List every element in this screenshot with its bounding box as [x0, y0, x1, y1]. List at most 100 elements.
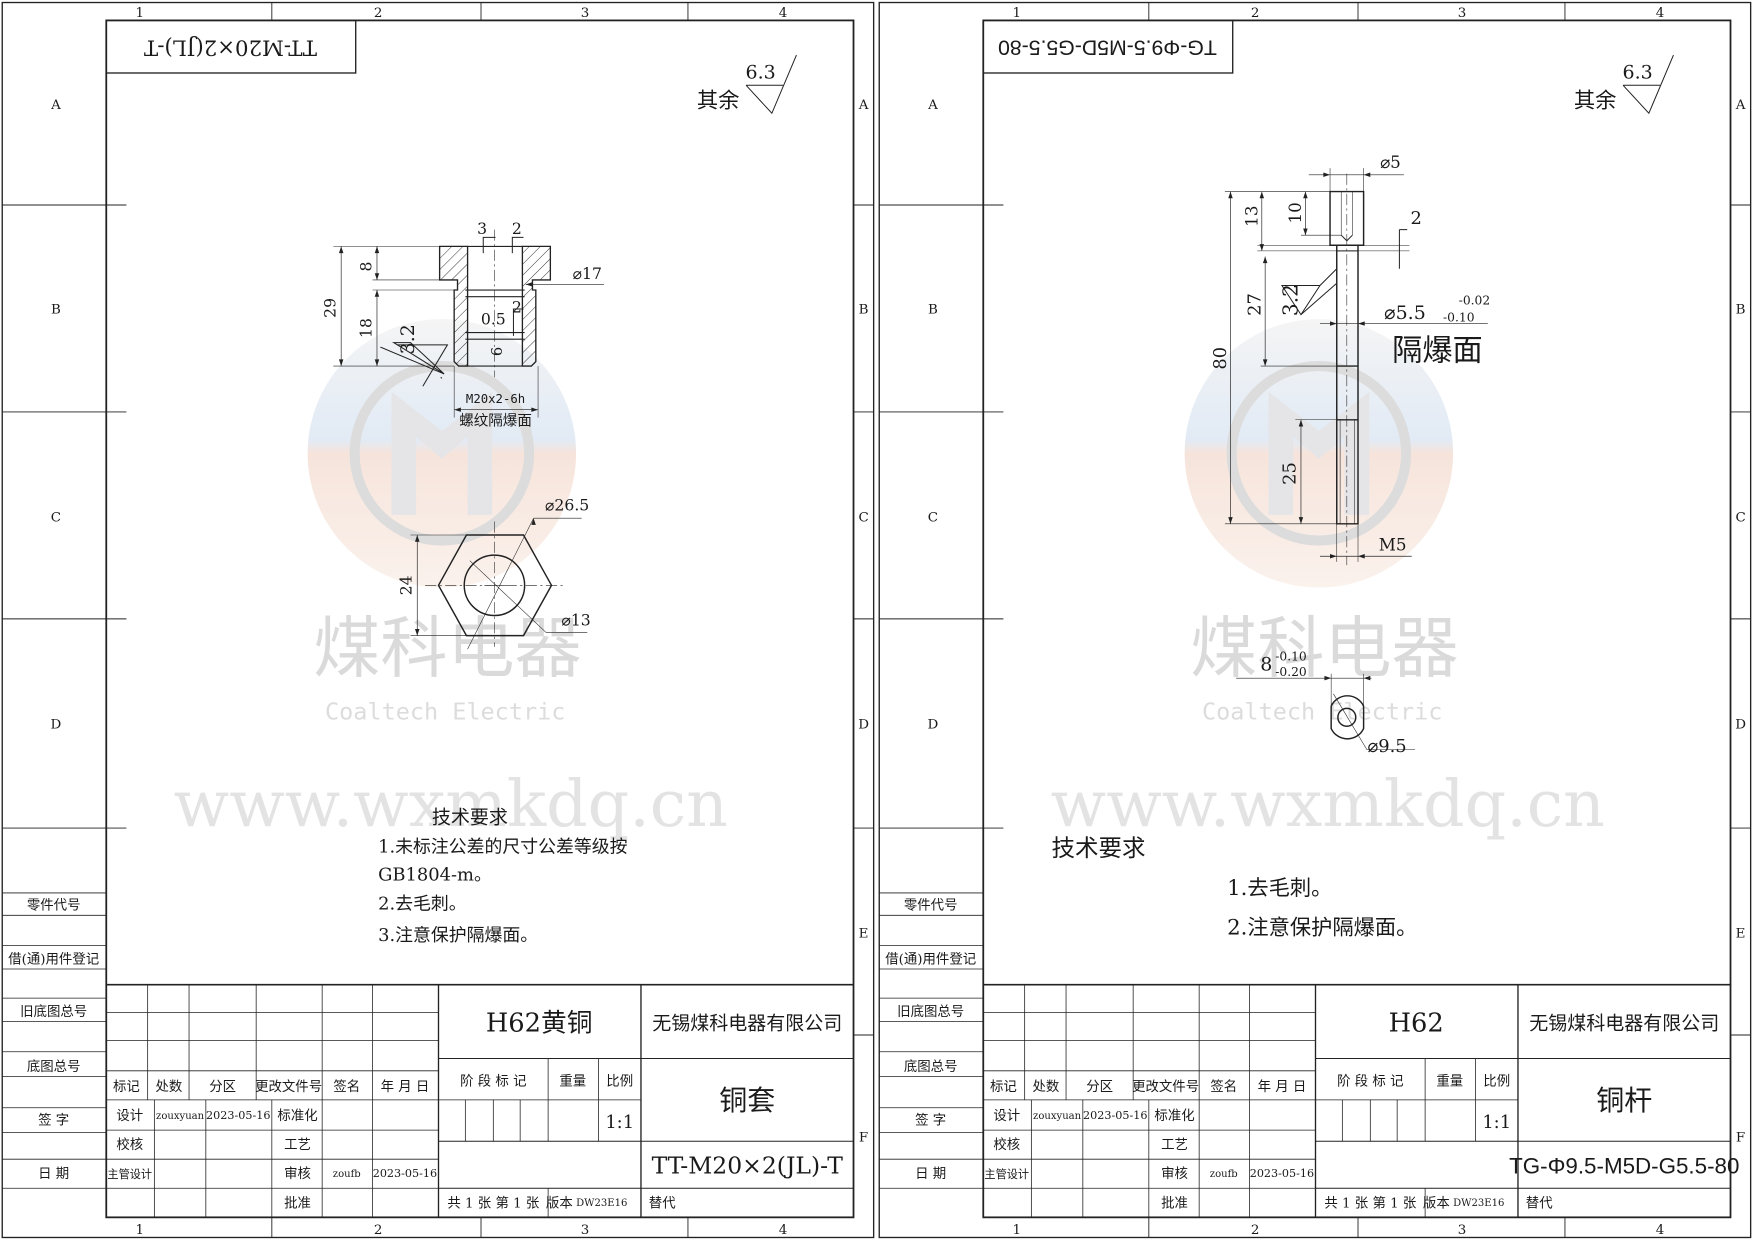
leader	[469, 560, 547, 633]
dimension-arrow	[1358, 321, 1365, 326]
revision-header: 签名	[333, 1078, 360, 1095]
roughness-symbol-icon	[1622, 54, 1674, 115]
dim-2: 2	[512, 219, 522, 238]
dim-d5-5: ⌀5.5	[1384, 302, 1426, 324]
part-name: 铜套	[719, 1084, 775, 1117]
stage-mark-label: 阶 段 标 记	[1337, 1073, 1403, 1089]
left-strip-label: 底图总号	[27, 1059, 81, 1075]
zone-row-label: E	[1736, 927, 1746, 942]
roughness-symbol-icon	[1281, 268, 1338, 316]
tolerance-lower: -0.10	[1443, 310, 1475, 324]
dimension-arrow	[1262, 359, 1268, 367]
revision-header: 处数	[155, 1079, 182, 1095]
zone-col-label: 3	[1458, 1223, 1467, 1238]
left-strip-label: 日 期	[38, 1166, 69, 1182]
roughness-value: 6.3	[1623, 62, 1653, 84]
zone-col-label: 3	[581, 1223, 590, 1238]
chief-design-label: 主管设计	[107, 1167, 152, 1181]
dim-25: 25	[1279, 462, 1300, 485]
designer-name: zouxyuan	[1033, 1111, 1082, 1122]
watermark-logo-m	[1268, 391, 1370, 515]
leader	[467, 518, 534, 650]
watermark-en: Coaltech Electric	[325, 698, 565, 726]
zone-col-label: 1	[1013, 6, 1022, 21]
roughness-triangle-icon	[397, 344, 449, 387]
replace-label: 替代	[649, 1195, 676, 1211]
rod-end-circle	[1337, 707, 1357, 727]
zone-col-label: 1	[136, 1223, 145, 1238]
zone-col-label: 2	[1251, 6, 1260, 21]
reversed-drawing-code: TT-M20×2(JL)-T	[144, 35, 317, 60]
left-strip-label: 底图总号	[904, 1059, 958, 1075]
revision-header: 标记	[990, 1079, 1017, 1095]
check-label: 校核	[116, 1136, 143, 1153]
dimension-arrow	[1228, 191, 1233, 199]
sheet-count: 共 1 张 第 1 张	[1324, 1194, 1417, 1211]
outer-border	[1, 1, 875, 1239]
dim-8: 8	[356, 262, 375, 272]
roughness-3-2: 3.2	[397, 324, 419, 354]
zone-col-label: 4	[1656, 1223, 1665, 1238]
thread-flameproof-face: 螺纹隔爆面	[459, 412, 532, 429]
dim-8: 8	[1260, 653, 1272, 675]
zone-row-label: D	[858, 718, 869, 733]
scale-label: 比例	[1483, 1073, 1510, 1089]
dimension-arrow	[415, 534, 420, 542]
review-label: 审核	[1161, 1166, 1188, 1182]
version-label: 版本	[1423, 1195, 1450, 1211]
tech-requirement-item: 2.去毛刺。	[378, 894, 467, 915]
chief-design-label: 主管设计	[984, 1167, 1029, 1181]
revision-header: 分区	[1086, 1079, 1113, 1095]
dimension-arrow	[1298, 517, 1304, 524]
tech-requirement-item: 3.注意保护隔爆面。	[378, 925, 538, 946]
revision-header: 更改文件号	[255, 1079, 322, 1095]
standardization-label: 标准化	[1154, 1108, 1194, 1124]
reversed-code-box	[105, 19, 357, 74]
zone-row-label: F	[859, 1130, 868, 1145]
approve-label: 批准	[284, 1195, 311, 1211]
zone-row-label: A	[50, 98, 61, 113]
dimension-arrow	[1330, 554, 1337, 559]
left-strip-label: 签 字	[38, 1111, 69, 1128]
revision-header: 年 月 日	[1258, 1079, 1307, 1095]
dimension-arrow	[374, 273, 380, 280]
tolerance-upper: -0.02	[1459, 294, 1491, 308]
sheet-count: 共 1 张 第 1 张	[447, 1194, 540, 1211]
scale-value: 1:1	[605, 1112, 634, 1133]
design-date: 2023-05-16	[1083, 1109, 1147, 1122]
dimension-arrow	[1262, 256, 1268, 264]
rod-end-view	[1330, 695, 1365, 740]
left-strip-label: 旧底图总号	[20, 1004, 87, 1020]
revision-header: 更改文件号	[1132, 1079, 1199, 1095]
zone-col-label: 3	[581, 6, 590, 21]
zone-row-label: B	[928, 302, 938, 317]
dim-80: 80	[1210, 347, 1231, 370]
roughness-symbol-icon	[391, 342, 445, 375]
reversed-code-box	[982, 19, 1234, 74]
flameproof-face-label: 隔爆面	[1392, 333, 1483, 368]
zone-row-label: B	[1736, 302, 1746, 317]
version-label: 版本	[546, 1195, 573, 1211]
zone-col-label: 1	[136, 6, 145, 21]
dim-3: 3	[477, 219, 487, 238]
dim-10: 10	[1285, 202, 1305, 223]
drawing-number: TT-M20×2(JL)-T	[652, 1152, 844, 1180]
dimension-arrow	[525, 282, 533, 287]
reviewer-name: zoufb	[333, 1169, 361, 1180]
dimension-arrow	[531, 407, 539, 412]
bushing-section-right	[521, 245, 552, 367]
watermark-en: Coaltech Electric	[1202, 698, 1442, 726]
roughness-value: 6.3	[746, 62, 776, 84]
process-label: 工艺	[284, 1137, 311, 1153]
dim-d5: ⌀5	[1380, 152, 1401, 172]
review-date: 2023-05-16	[1250, 1167, 1314, 1180]
roughness-rest-label: 其余	[697, 89, 740, 114]
roughness-rest-label: 其余	[1574, 89, 1617, 114]
dimension-arrow	[374, 359, 380, 367]
left-strip-label: 零件代号	[27, 898, 81, 914]
version-value: DW23E16	[1453, 1198, 1504, 1209]
revision-header: 签名	[1210, 1078, 1237, 1095]
dimension-arrow	[415, 628, 420, 636]
